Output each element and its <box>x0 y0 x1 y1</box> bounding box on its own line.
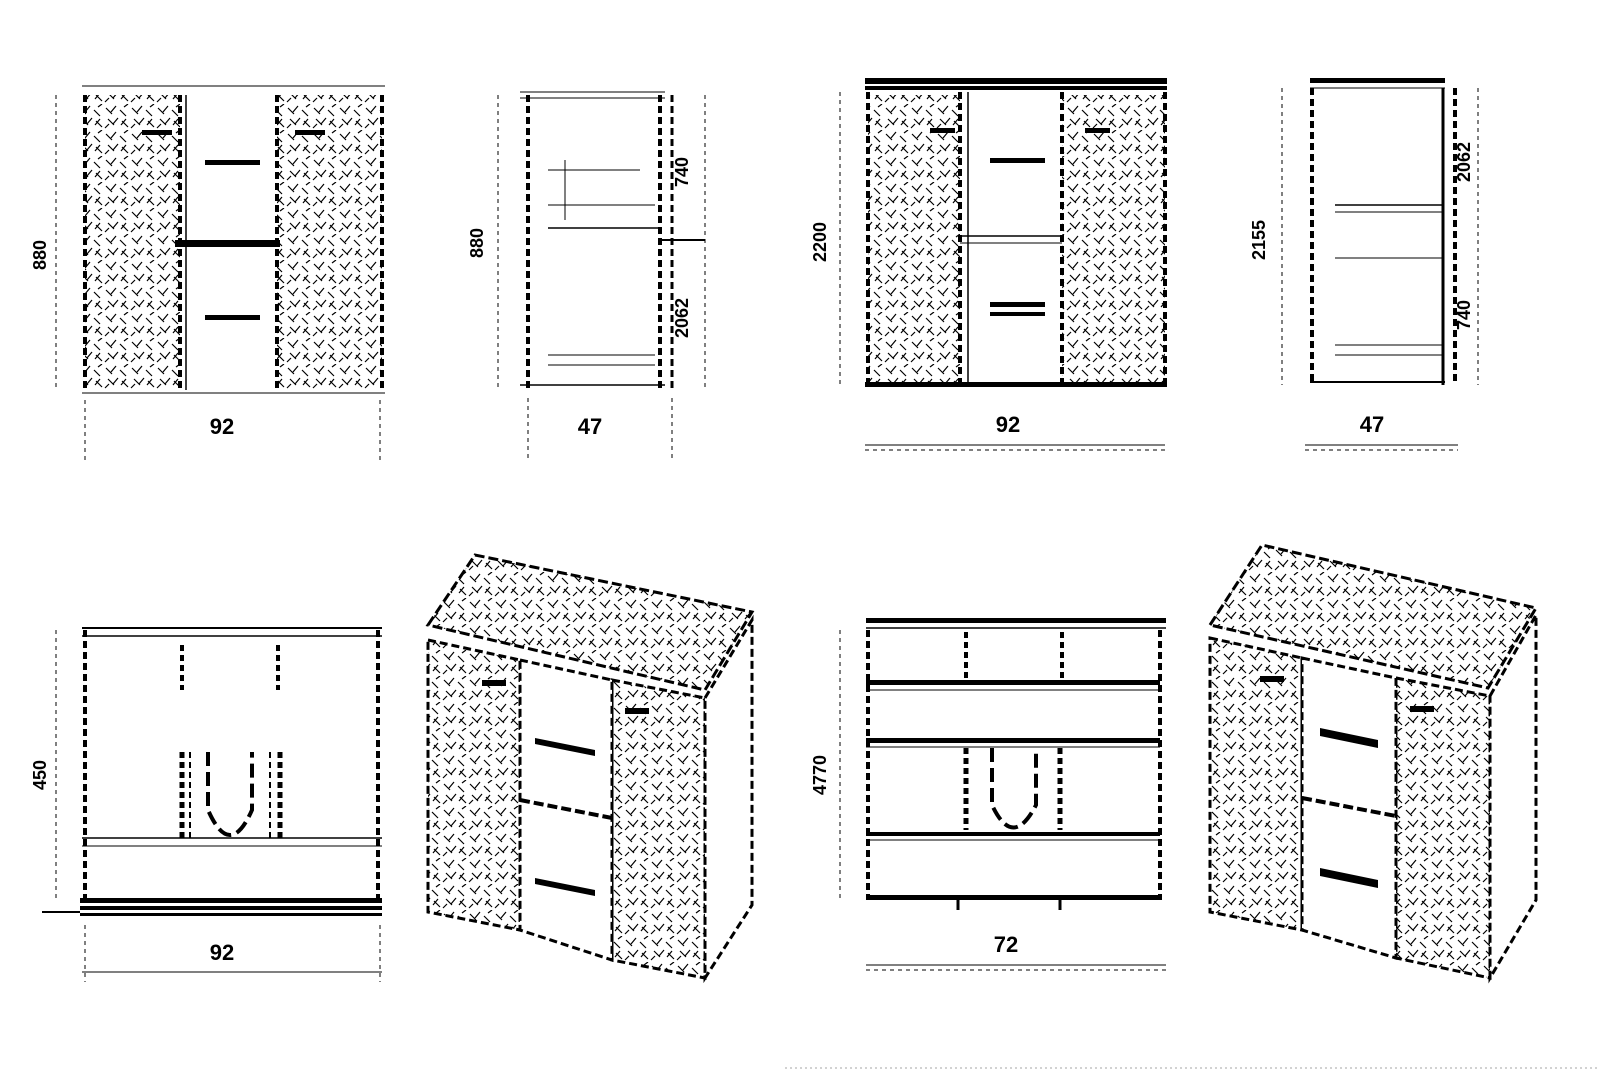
front-view-a: 92 880 <box>30 85 385 462</box>
height-dimension-label: 450 <box>30 760 50 790</box>
left-door-panel <box>426 638 522 932</box>
lower-section-label: 2062 <box>672 298 692 338</box>
upper-section-label: 740 <box>672 157 692 187</box>
drawer-handle-icon <box>535 738 595 756</box>
right-door-panel <box>1394 676 1492 980</box>
front-view-b: 92 2200 <box>810 78 1167 451</box>
height-dimension-label: 2155 <box>1249 220 1269 260</box>
isometric-view-a <box>425 553 755 984</box>
left-door-panel <box>85 95 180 390</box>
drawer-handle-icon <box>205 160 260 165</box>
right-door-panel <box>610 678 707 980</box>
lower-section-label: 740 <box>1454 300 1474 330</box>
drawer-handle-icon <box>990 158 1045 163</box>
right-door-panel <box>277 95 382 390</box>
width-dimension-label: 72 <box>994 932 1018 957</box>
door-handle-icon <box>142 130 172 135</box>
door-handle-icon <box>295 130 325 135</box>
height-dimension-label: 2200 <box>810 222 830 262</box>
left-door-panel <box>1208 636 1304 932</box>
side-view-a: 47 880 740 2062 <box>467 91 706 462</box>
width-dimension-label: 92 <box>996 412 1020 437</box>
sink-siphon-pipe <box>206 752 254 837</box>
door-handle-icon <box>482 680 506 686</box>
drawer-handle-icon <box>1320 728 1378 748</box>
door-handle-icon <box>930 128 955 133</box>
door-handle-icon <box>625 708 649 714</box>
height-dimension-label: 4770 <box>810 755 830 795</box>
depth-dimension-label: 47 <box>578 414 602 439</box>
side-view-b: 47 2155 2062 740 <box>1249 78 1479 451</box>
countertop <box>425 553 755 692</box>
open-view-a: 92 450 <box>30 627 382 982</box>
drawer-handle-icon <box>990 302 1045 307</box>
right-door-panel <box>1062 95 1165 385</box>
height-dimension-label: 880 <box>467 228 487 258</box>
width-dimension-label: 92 <box>210 414 234 439</box>
upper-section-label: 2062 <box>1454 142 1474 182</box>
center-shelf <box>175 240 280 247</box>
depth-dimension-label: 47 <box>1360 412 1384 437</box>
door-handle-icon <box>1260 676 1284 682</box>
drawer-handle-icon <box>1320 868 1378 888</box>
countertop <box>1207 543 1539 690</box>
open-view-b: 72 4770 <box>810 618 1166 971</box>
width-dimension-label: 92 <box>210 940 234 965</box>
sink-siphon-pipe <box>990 748 1038 830</box>
door-handle-icon <box>1410 706 1434 712</box>
drawer-handle-icon <box>535 878 595 896</box>
left-door-panel <box>868 95 960 385</box>
door-handle-icon <box>1085 128 1110 133</box>
height-dimension-label: 880 <box>30 240 50 270</box>
isometric-view-b <box>1207 543 1539 984</box>
drawer-handle-icon <box>205 315 260 320</box>
